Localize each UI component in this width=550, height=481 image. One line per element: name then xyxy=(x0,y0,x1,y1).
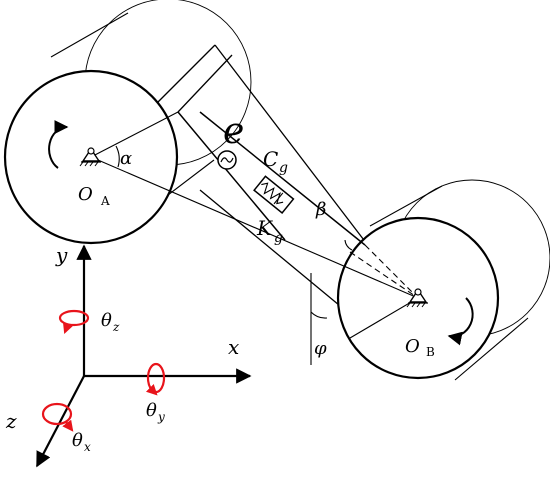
pivot-a-icon xyxy=(79,147,101,167)
point-b-subscript: B xyxy=(426,345,435,359)
y-axis-label: y xyxy=(55,243,68,267)
theta-y-arrow xyxy=(145,362,166,396)
pulley-b-rotation-arrow xyxy=(447,297,474,346)
alpha-label: α xyxy=(120,148,132,169)
phi-label: φ xyxy=(314,338,327,359)
point-b-label: O xyxy=(405,336,420,357)
pulley-a-rotation-arrow xyxy=(48,120,69,169)
point-a-label: O xyxy=(78,184,93,205)
theta-x-arrow xyxy=(41,402,74,432)
damping-subscript: g xyxy=(279,160,288,176)
z-axis-label: z xyxy=(5,409,17,433)
z-axis-arrow xyxy=(36,375,85,468)
spring-damper xyxy=(253,175,295,215)
theta-x-subscript: x xyxy=(84,440,91,454)
theta-z-arrow xyxy=(58,309,90,335)
pivot-b-icon xyxy=(406,288,428,308)
damping-label: C xyxy=(263,147,278,171)
excitation-label: e xyxy=(223,111,244,152)
construction-lines xyxy=(90,111,419,365)
point-a-subscript: A xyxy=(100,194,110,208)
pulley-b-side-lines xyxy=(369,185,529,381)
theta-z-subscript: z xyxy=(112,320,120,334)
beta-label: β xyxy=(315,199,326,220)
x-axis-label: x xyxy=(228,335,239,359)
angle-arcs xyxy=(115,145,353,319)
stiffness-label: K xyxy=(256,216,273,240)
theta-x-label: θ xyxy=(72,430,83,451)
theta-z-label: θ xyxy=(101,310,112,331)
coordinate-axes xyxy=(36,244,252,468)
theta-y-label: θ xyxy=(146,400,157,421)
belt xyxy=(149,44,371,311)
excitation-source xyxy=(217,150,237,170)
theta-y-subscript: y xyxy=(157,410,165,424)
stiffness-subscript: g xyxy=(274,230,283,246)
